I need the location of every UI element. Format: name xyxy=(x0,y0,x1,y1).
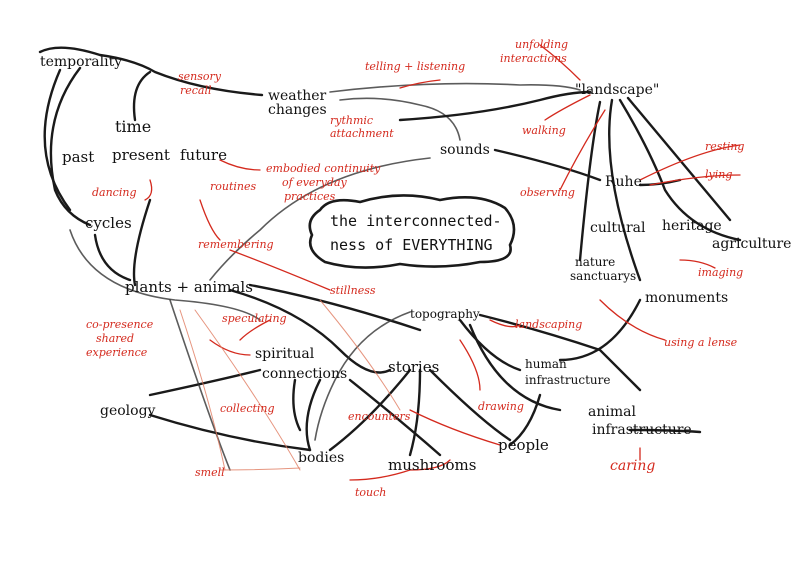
label-remembering: remembering xyxy=(198,238,274,251)
label-temporality: temporality xyxy=(40,54,122,70)
label-interactions: interactions xyxy=(500,52,567,65)
label-resting: resting xyxy=(705,140,744,153)
label-landscape: "landscape" xyxy=(575,82,659,98)
label-embodied-1: embodied continuity xyxy=(266,162,381,175)
black-labels: temporality weather changes time past pr… xyxy=(40,54,791,474)
label-drawing: drawing xyxy=(478,400,524,413)
label-bodies: bodies xyxy=(298,450,344,466)
label-rythmic: rythmic xyxy=(330,114,373,127)
label-shared: shared xyxy=(96,332,134,345)
label-present: present xyxy=(112,146,170,164)
label-human-infrastructure: infrastructure xyxy=(525,373,610,387)
central-text-line1: the interconnected- xyxy=(330,212,502,230)
label-walking: walking xyxy=(522,124,566,137)
label-connections: connections xyxy=(262,366,347,382)
label-stories: stories xyxy=(388,358,439,376)
red-labels: sensory recall telling + listening unfol… xyxy=(86,38,744,499)
label-recall: recall xyxy=(180,84,212,97)
label-embodied-3: practices xyxy=(284,190,336,203)
label-unfolding: unfolding xyxy=(515,38,568,51)
label-routines: routines xyxy=(210,180,256,193)
label-lying: lying xyxy=(705,168,732,181)
label-touch: touch xyxy=(355,486,386,499)
label-embodied-2: of everyday xyxy=(282,176,347,189)
label-monuments: monuments xyxy=(645,290,728,306)
label-sanctuarys: sanctuarys xyxy=(570,269,636,283)
central-idea: the interconnected- ness of EVERYTHING xyxy=(308,194,516,269)
black-connections xyxy=(38,46,742,471)
label-spiritual: spiritual xyxy=(255,346,315,362)
label-nature: nature xyxy=(575,255,615,269)
label-topography: topography xyxy=(410,307,480,321)
label-using-a-lense: using a lense xyxy=(664,336,738,349)
label-time: time xyxy=(115,117,151,136)
label-mushrooms: mushrooms xyxy=(388,456,476,474)
label-speculating: speculating xyxy=(222,312,287,325)
label-heritage: heritage xyxy=(662,218,722,234)
red-connections xyxy=(144,44,741,481)
label-telling-listening: telling + listening xyxy=(365,60,465,73)
label-plants-animals: plants + animals xyxy=(125,278,253,296)
label-animal: animal xyxy=(588,404,636,420)
label-sensory: sensory xyxy=(178,70,222,83)
label-future: future xyxy=(180,146,227,164)
label-experience: experience xyxy=(86,346,148,359)
label-caring: caring xyxy=(610,458,655,474)
label-imaging: imaging xyxy=(698,266,743,279)
label-human: human xyxy=(525,357,567,371)
label-encounters: encounters xyxy=(348,410,411,423)
label-weather: weather xyxy=(268,88,327,104)
label-co-presence: co-presence xyxy=(86,318,154,331)
label-smell: smell xyxy=(195,466,225,479)
label-dancing: dancing xyxy=(92,186,137,199)
label-geology: geology xyxy=(100,403,156,419)
label-observing: observing xyxy=(520,186,575,199)
label-cultural: cultural xyxy=(590,220,646,236)
label-past: past xyxy=(62,148,94,166)
label-landscaping: landscaping xyxy=(515,318,582,331)
central-text-line2: ness of EVERYTHING xyxy=(330,236,493,254)
label-ruhe: Ruhe xyxy=(605,174,642,190)
label-agriculture: agriculture xyxy=(712,236,791,252)
label-people: people xyxy=(498,436,549,454)
label-stillness: stillness xyxy=(330,284,376,297)
label-attachment: attachment xyxy=(330,127,394,140)
label-animal-infrastructure: infrastructure xyxy=(592,422,692,438)
label-cycles: cycles xyxy=(85,214,132,232)
central-cloud-outline xyxy=(308,194,516,269)
label-changes: changes xyxy=(268,102,327,118)
label-collecting: collecting xyxy=(220,402,275,415)
label-sounds: sounds xyxy=(440,142,490,158)
